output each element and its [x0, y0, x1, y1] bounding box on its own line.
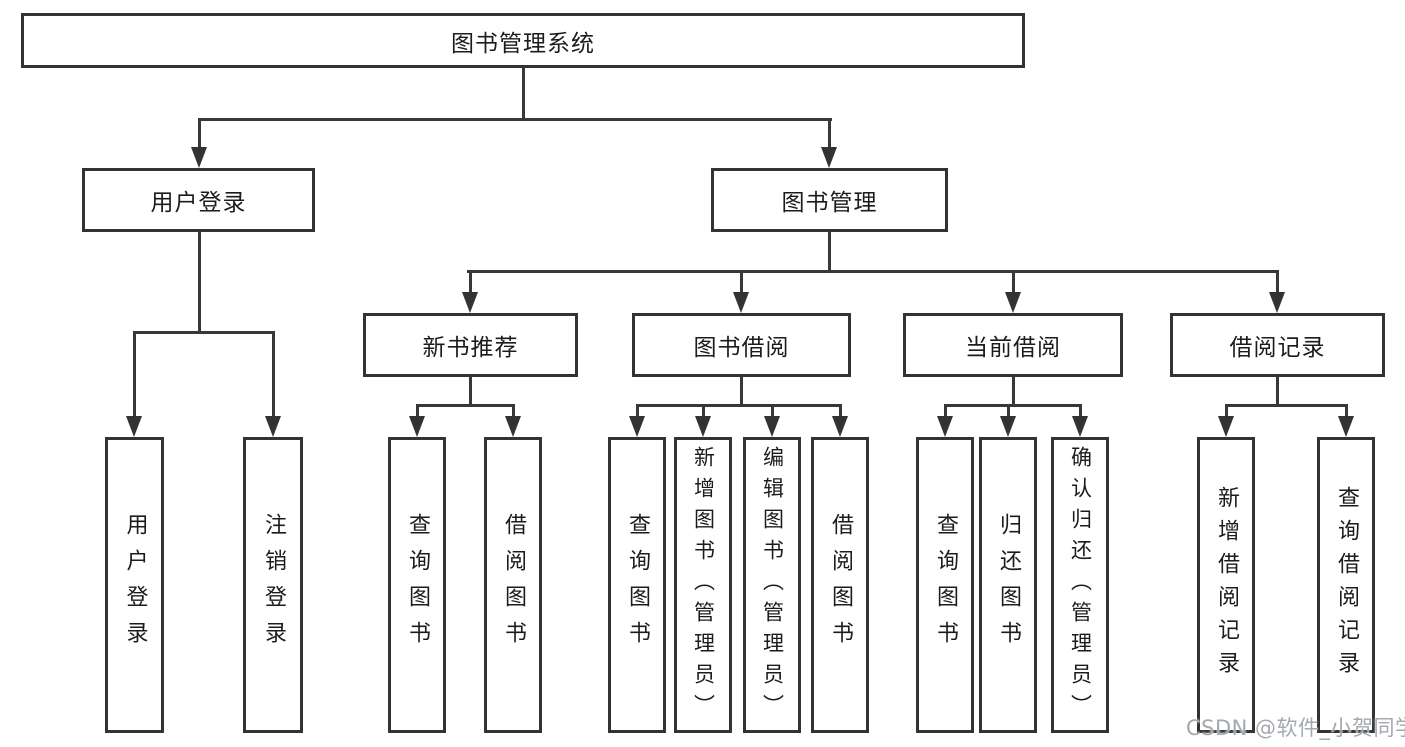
leaf-label: 查询借阅记录: [1334, 486, 1359, 684]
leaf-label: 查询图书: [933, 513, 958, 657]
arrowhead-icon: [505, 416, 521, 437]
connector: [1078, 404, 1082, 420]
arrowhead-icon: [462, 292, 478, 313]
leaf-return-books: 归还图书: [979, 437, 1037, 733]
node-new-book-recommend: 新书推荐: [363, 313, 578, 377]
connector: [521, 68, 525, 120]
csdn-watermark: CSDN @软件_小贺同学: [1186, 716, 1405, 740]
leaf-add-borrow-record: 新增借阅记录: [1197, 437, 1255, 733]
connector: [635, 404, 639, 420]
leaf-label: 注销登录: [261, 513, 286, 657]
node-label: 图书借阅: [693, 335, 790, 361]
connector: [635, 404, 842, 407]
connector: [1011, 377, 1015, 407]
connector: [943, 404, 947, 420]
connector: [1275, 270, 1279, 295]
connector: [1224, 404, 1228, 420]
leaf-confirm-return-admin: 确认归还（管理员）: [1051, 437, 1109, 733]
leaf-user-login: 用户登录: [105, 437, 164, 733]
arrowhead-icon: [832, 416, 848, 437]
connector: [1224, 404, 1347, 407]
node-borrow-records: 借阅记录: [1170, 313, 1385, 377]
connector: [770, 404, 774, 420]
connector: [827, 118, 831, 152]
node-current-borrow: 当前借阅: [903, 313, 1123, 377]
leaf-label: 确认归还（管理员）: [1068, 445, 1093, 725]
arrowhead-icon: [629, 416, 645, 437]
node-label: 新书推荐: [422, 335, 519, 361]
connector: [197, 232, 201, 334]
leaf-query-books-current: 查询图书: [916, 437, 974, 733]
connector: [197, 118, 832, 121]
leaf-label: 用户登录: [122, 513, 148, 657]
node-user-login: 用户登录: [82, 168, 315, 232]
arrowhead-icon: [1338, 416, 1354, 437]
arrowhead-icon: [1005, 292, 1021, 313]
arrowhead-icon: [937, 416, 953, 437]
arrowhead-icon: [1072, 416, 1088, 437]
arrowhead-icon: [1269, 292, 1285, 313]
connector: [133, 331, 136, 419]
leaf-borrow-books-recommend: 借阅图书: [484, 437, 542, 733]
leaf-add-books-admin: 新增图书（管理员）: [674, 437, 732, 733]
connector: [828, 232, 831, 272]
connector: [701, 404, 705, 420]
node-label: 图书管理: [781, 190, 878, 216]
arrowhead-icon: [695, 416, 711, 437]
connector: [415, 404, 419, 420]
connector: [838, 404, 842, 420]
connector: [1275, 377, 1279, 407]
connector: [511, 404, 515, 420]
node-root: 图书管理系统: [21, 13, 1025, 68]
connector: [468, 377, 472, 407]
connector: [1344, 404, 1348, 420]
connector: [1006, 404, 1010, 420]
leaf-label: 借阅图书: [501, 513, 526, 657]
node-root-label: 图书管理系统: [451, 30, 595, 57]
arrowhead-icon: [126, 416, 142, 437]
connector: [197, 118, 201, 152]
leaf-label: 查询图书: [625, 513, 650, 657]
arrowhead-icon: [409, 416, 425, 437]
arrowhead-icon: [1218, 416, 1234, 437]
arrowhead-icon: [821, 147, 837, 168]
leaf-edit-books-admin: 编辑图书（管理员）: [743, 437, 801, 733]
leaf-label: 借阅图书: [828, 513, 853, 657]
leaf-logout: 注销登录: [243, 437, 303, 733]
leaf-query-books-recommend: 查询图书: [388, 437, 446, 733]
connector: [415, 404, 515, 407]
leaf-query-borrow-record: 查询借阅记录: [1317, 437, 1375, 733]
connector: [271, 331, 275, 419]
leaf-borrow-books: 借阅图书: [811, 437, 869, 733]
arrowhead-icon: [764, 416, 780, 437]
arrowhead-icon: [191, 147, 207, 168]
connector: [739, 377, 743, 407]
node-label: 借阅记录: [1229, 335, 1326, 361]
arrowhead-icon: [1000, 416, 1016, 437]
leaf-label: 新增借阅记录: [1214, 486, 1239, 684]
node-label: 当前借阅: [965, 335, 1061, 361]
node-book-borrow: 图书借阅: [632, 313, 851, 377]
leaf-label: 查询图书: [405, 513, 430, 657]
connector: [1011, 270, 1015, 295]
leaf-label: 编辑图书（管理员）: [760, 445, 785, 725]
connector: [468, 270, 472, 295]
arrowhead-icon: [265, 416, 281, 437]
leaf-label: 新增图书（管理员）: [691, 445, 716, 725]
connector: [943, 404, 1082, 407]
leaf-label: 归还图书: [996, 513, 1021, 657]
leaf-query-books-borrow: 查询图书: [608, 437, 666, 733]
connector: [739, 270, 743, 295]
node-label: 用户登录: [150, 190, 247, 216]
arrowhead-icon: [733, 292, 749, 313]
connector: [466, 270, 1279, 273]
connector: [133, 331, 274, 334]
node-book-management: 图书管理: [711, 168, 948, 232]
